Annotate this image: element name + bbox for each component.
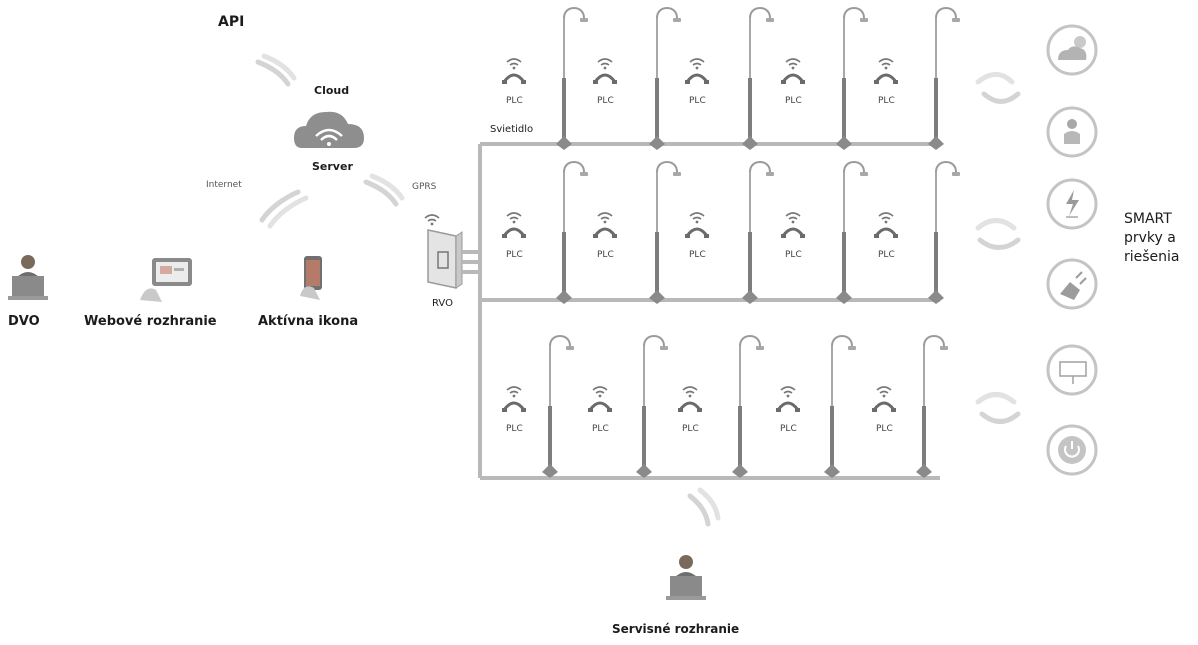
plc-icon <box>591 211 619 240</box>
smart-label-line-1: SMART <box>1124 211 1172 227</box>
internet-arrows <box>259 189 309 229</box>
plc-icon <box>676 385 704 414</box>
street-lamp-icon <box>741 7 775 151</box>
cloud-label: Cloud <box>314 84 350 97</box>
street-lamp-icon <box>835 161 869 305</box>
power-socket-icon <box>1046 258 1098 310</box>
plc-label: PLC <box>785 96 802 106</box>
lamp-row-2 <box>500 161 961 305</box>
plc-icon <box>779 211 807 240</box>
plc-label: PLC <box>878 250 895 260</box>
street-lamp-icon <box>648 161 682 305</box>
wifi-cloud-icon <box>294 111 364 148</box>
plc-label: PLC <box>597 250 614 260</box>
smart-label: SMART prvky a riešenia <box>1124 210 1180 267</box>
street-lamp-icon <box>648 7 682 151</box>
power-button-icon <box>1046 424 1098 476</box>
street-lamp-icon <box>915 335 949 479</box>
internet-label: Internet <box>206 180 242 190</box>
smart-label-line-2: prvky a <box>1124 230 1176 246</box>
plc-icon <box>586 385 614 414</box>
web-interface-label: Webové rozhranie <box>84 314 217 329</box>
dvo-operator-icon <box>8 255 48 300</box>
plc-icon <box>779 57 807 86</box>
street-lamp-icon <box>823 335 857 479</box>
street-lamp-icon <box>555 7 589 151</box>
control-cabinet-icon <box>424 214 463 289</box>
plc-label: PLC <box>506 250 523 260</box>
street-lamp-icon <box>927 161 961 305</box>
service-operator-icon <box>666 555 706 600</box>
active-icon-label: Aktívna ikona <box>258 314 359 329</box>
lamp-row-3 <box>500 335 949 479</box>
plc-label: PLC <box>597 96 614 106</box>
street-lamp-icon <box>731 335 765 479</box>
street-lamp-icon <box>741 161 775 305</box>
street-lamp-icon <box>927 7 961 151</box>
rvo-label: RVO <box>432 298 453 309</box>
plc-icon <box>683 211 711 240</box>
plc-label: PLC <box>682 424 699 434</box>
plc-label: PLC <box>780 424 797 434</box>
plc-label: PLC <box>506 424 523 434</box>
street-lamp-icon <box>635 335 669 479</box>
street-lamp-icon <box>835 7 869 151</box>
plc-label: PLC <box>506 96 523 106</box>
plc-icon <box>591 57 619 86</box>
dvo-label: DVO <box>8 314 40 329</box>
server-label: Server <box>312 160 353 173</box>
service-arrows <box>687 487 721 527</box>
street-lamp-icon <box>555 161 589 305</box>
api-cloud-arrows <box>258 56 294 84</box>
smart-label-line-3: riešenia <box>1124 249 1180 265</box>
plc-icon <box>500 211 528 240</box>
ev-charger-icon <box>1046 178 1098 230</box>
svietidlo-label: Svietidlo <box>490 124 534 135</box>
tablet-icon <box>140 258 192 302</box>
smartphone-icon <box>300 256 322 300</box>
plc-icon <box>774 385 802 414</box>
person-sensor-icon <box>1046 106 1098 158</box>
smart-icons <box>1046 24 1098 476</box>
display-panel-icon <box>1046 344 1098 396</box>
plc-label: PLC <box>592 424 609 434</box>
plc-label: PLC <box>785 250 802 260</box>
gprs-label: GPRS <box>412 182 437 192</box>
plc-icon <box>872 57 900 86</box>
plc-label: PLC <box>878 96 895 106</box>
plc-icon <box>683 57 711 86</box>
gprs-arrows <box>366 176 402 204</box>
plc-icon <box>500 385 528 414</box>
plc-label: PLC <box>689 96 706 106</box>
street-lamp-icon <box>541 335 575 479</box>
smart-arrows <box>975 72 1021 424</box>
service-interface-label: Servisné rozhranie <box>612 622 740 636</box>
plc-icon <box>500 57 528 86</box>
lamp-row-1 <box>500 7 961 151</box>
plc-icon <box>870 385 898 414</box>
plc-label: PLC <box>876 424 893 434</box>
distribution-lines <box>462 142 940 480</box>
weather-sensor-icon <box>1046 24 1098 76</box>
plc-label: PLC <box>689 250 706 260</box>
plc-icon <box>872 211 900 240</box>
api-label: API <box>218 14 245 30</box>
